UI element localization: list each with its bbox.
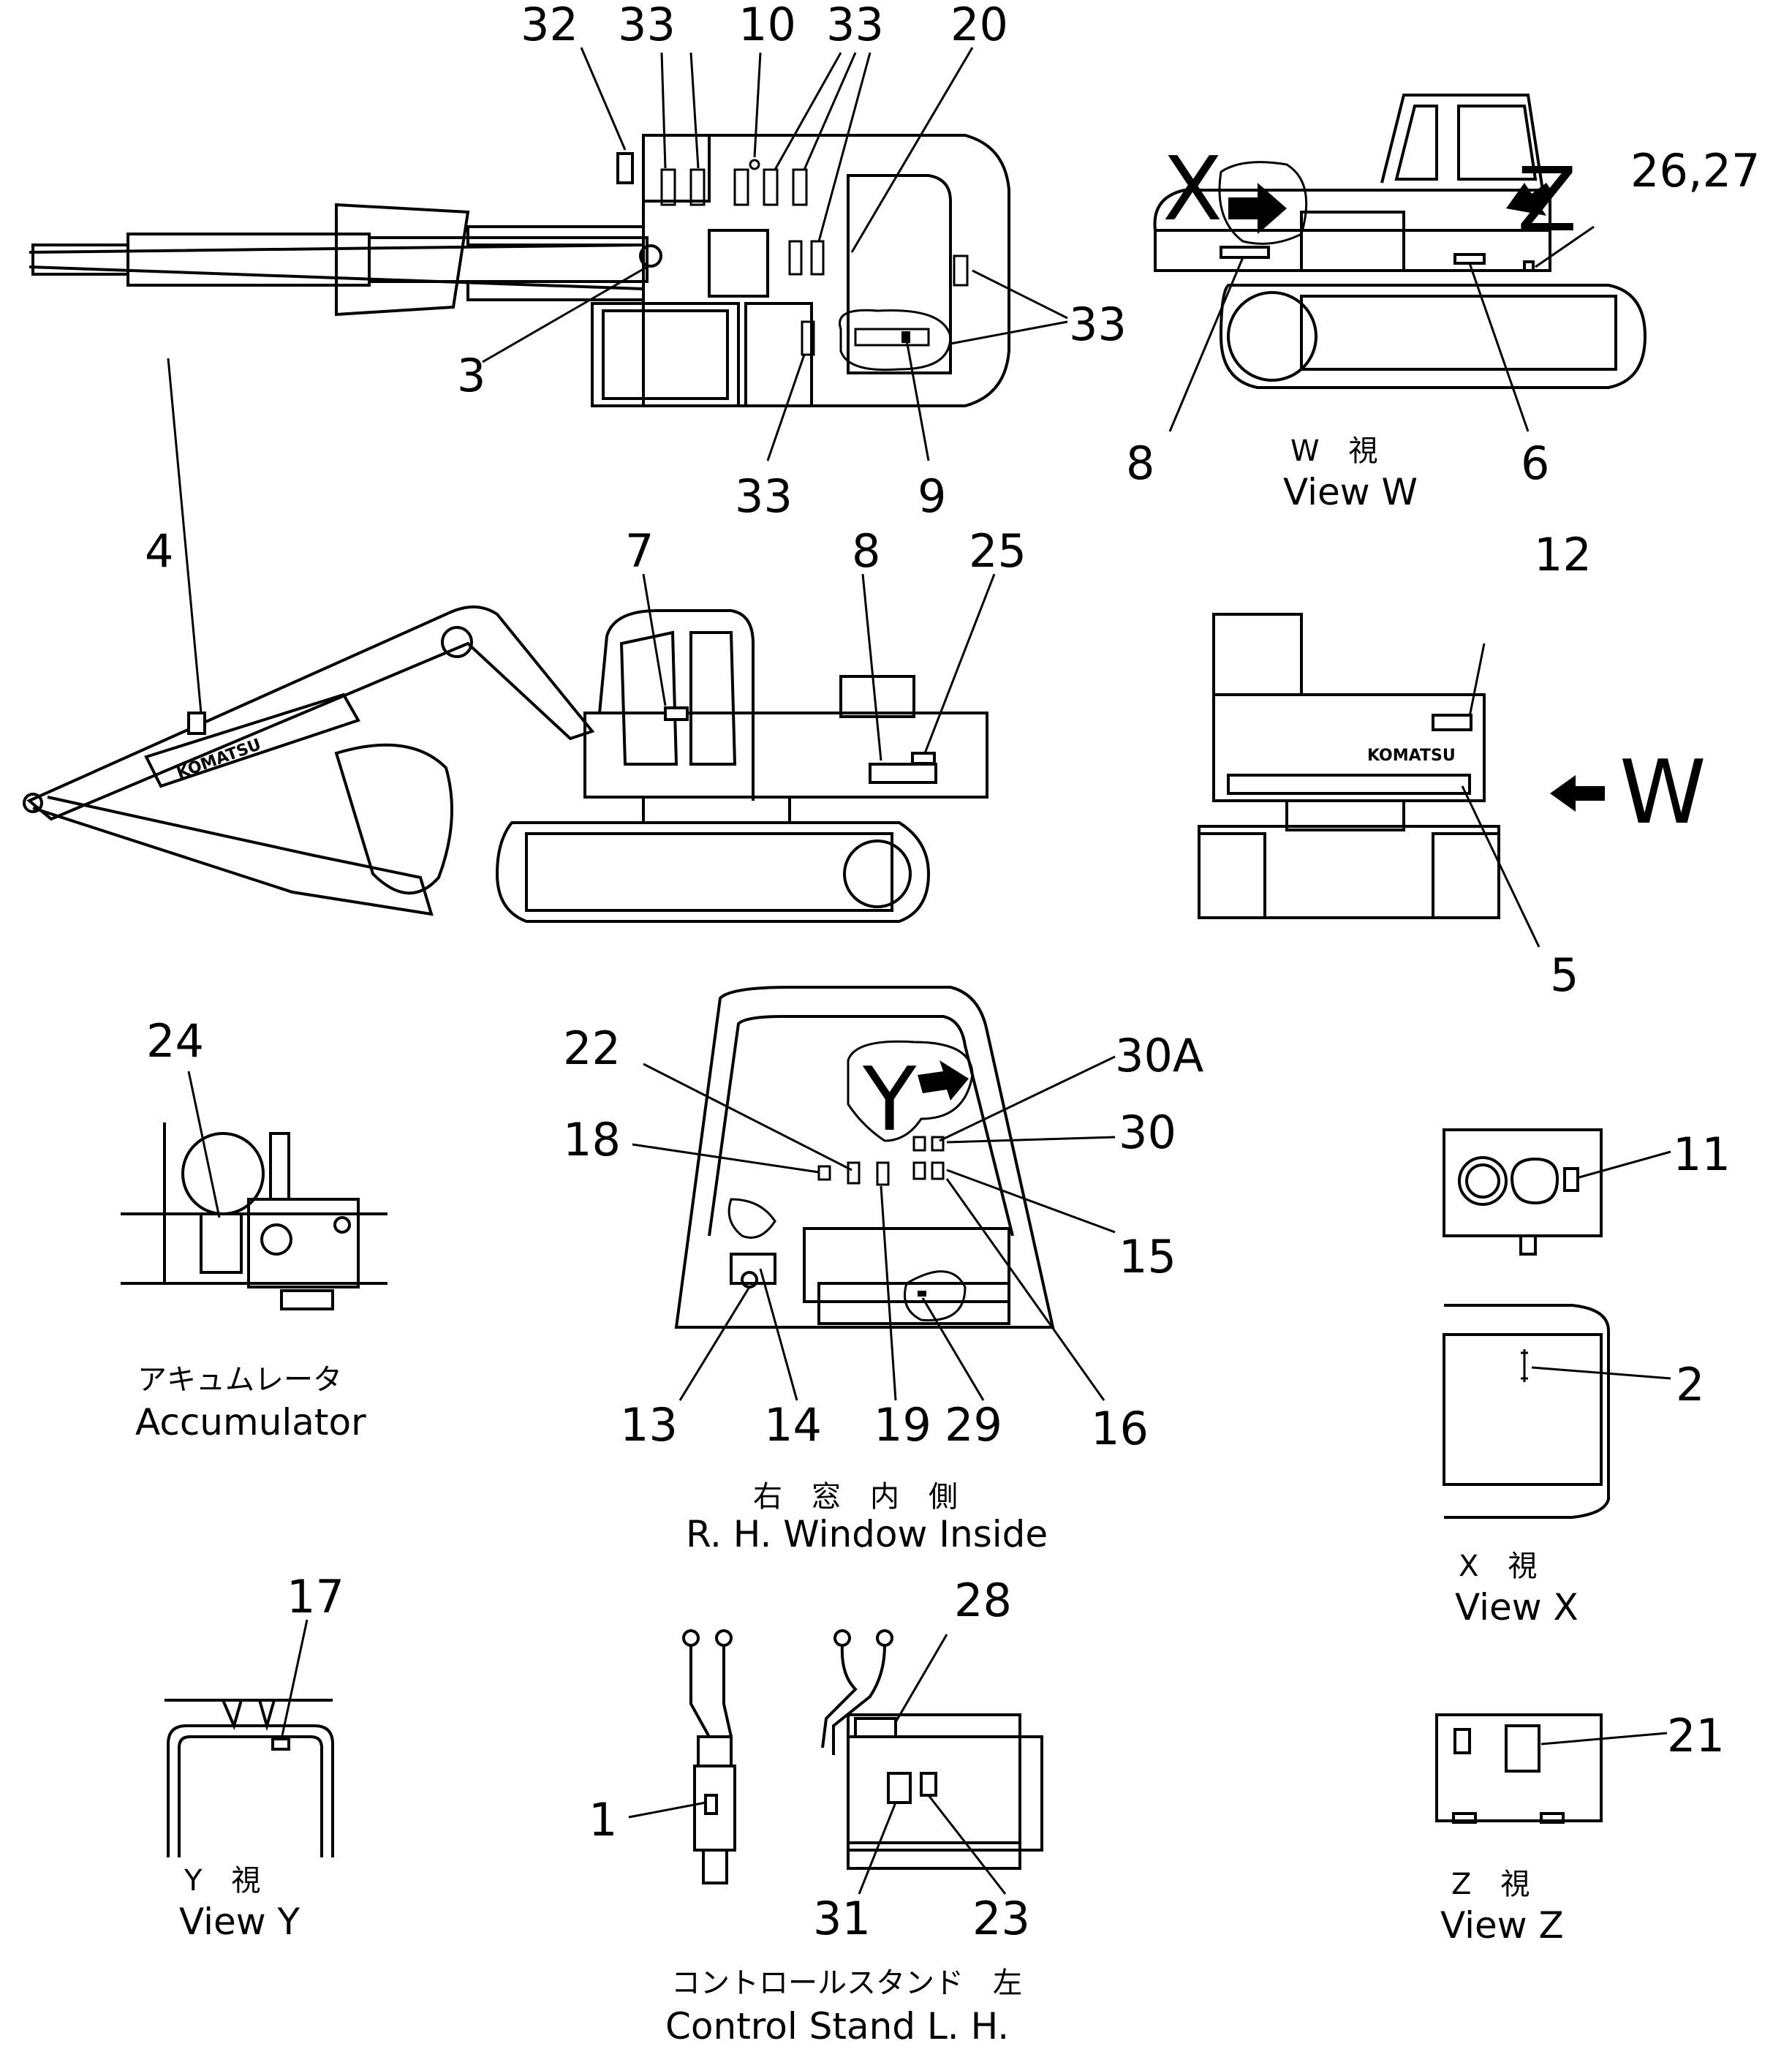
view-letter-x: X (1162, 139, 1222, 241)
part-number-5: 5 (1550, 948, 1579, 1002)
part-number-33: 33 (735, 469, 793, 523)
part-number-6: 6 (1521, 437, 1549, 490)
part-number-32: 32 (521, 0, 578, 51)
view-w-caption-jp: W 視 (1290, 434, 1378, 468)
view-x-caption-jp: X 視 (1459, 1550, 1537, 1583)
part-number-23: 23 (972, 1892, 1030, 1945)
window-caption-jp: 右 窓 内 側 (753, 1480, 958, 1514)
view-w-caption-en: View W (1283, 471, 1418, 513)
view-y-drawing: 17 Y 視 View Y (165, 1570, 344, 1943)
window-caption-en: R. H. Window Inside (686, 1513, 1048, 1555)
control-stand-caption-jp: コントロールスタンド 左 (671, 1966, 1022, 2000)
part-number-2: 2 (1676, 1358, 1704, 1411)
part-number-1: 1 (589, 1793, 617, 1846)
accumulator-caption-jp: アキュムレータ (137, 1363, 342, 1397)
part-number-22: 22 (563, 1022, 621, 1075)
part-number-3: 3 (457, 349, 485, 402)
part-number-33: 33 (618, 0, 676, 51)
view-letter-y: Y (862, 1049, 917, 1151)
part-number-8: 8 (1126, 437, 1154, 490)
part-number-30a: 30A (1115, 1029, 1203, 1082)
rear-view-drawing: KOMATSU W 12 5 (1198, 528, 1706, 1002)
part-number-9: 9 (918, 469, 946, 523)
part-number-15: 15 (1119, 1230, 1176, 1283)
part-number-25: 25 (969, 524, 1027, 578)
view-z-caption-jp: Z 視 (1451, 1868, 1530, 1901)
view-x-caption-en: View X (1455, 1586, 1579, 1629)
part-number-26-27: 26,27 (1630, 144, 1761, 197)
view-z-drawing: 21 Z 視 View Z (1435, 1709, 1725, 1947)
window-inside-drawing: Y 22 30A 18 30 15 13 14 19 29 16 右 窓 内 側… (563, 986, 1203, 1555)
part-number-20: 20 (950, 0, 1008, 51)
part-number-33: 33 (826, 0, 884, 51)
part-number-21: 21 (1667, 1709, 1725, 1762)
brand-mark-komatsu-rear: KOMATSU (1367, 747, 1456, 765)
view-x-drawing: 11 2 X 視 View X (1443, 1128, 1731, 1629)
part-number-14: 14 (764, 1398, 822, 1452)
part-number-4: 4 (145, 524, 173, 578)
part-number-16: 16 (1091, 1402, 1149, 1455)
part-number-10: 10 (738, 0, 796, 51)
accumulator-drawing: 24 アキュムレータ Accumulator (121, 1014, 387, 1444)
part-number-13: 13 (620, 1398, 678, 1452)
part-number-12: 12 (1534, 528, 1592, 581)
view-w-drawing: X Z 26,27 8 6 W 視 View W (1126, 94, 1761, 513)
view-letter-w: W (1619, 742, 1706, 844)
part-number-17: 17 (287, 1570, 344, 1623)
top-view-drawing: 32 33 10 33 20 33 3 33 9 (29, 0, 1127, 523)
part-number-8: 8 (852, 524, 880, 578)
part-number-11: 11 (1673, 1128, 1731, 1181)
part-number-18: 18 (563, 1113, 621, 1166)
view-y-caption-jp: Y 視 (184, 1864, 260, 1898)
control-stand-caption-en: Control Stand L. H. (665, 2005, 1009, 2048)
accumulator-caption-en: Accumulator (135, 1401, 366, 1444)
part-number-31: 31 (813, 1892, 871, 1945)
part-number-33: 33 (1069, 298, 1127, 351)
part-number-29: 29 (945, 1398, 1002, 1452)
part-number-7: 7 (625, 524, 654, 578)
view-y-caption-en: View Y (179, 1901, 300, 1943)
view-z-caption-en: View Z (1440, 1904, 1564, 1947)
part-number-28: 28 (954, 1574, 1012, 1627)
side-view-drawing: KOMATSU 4 7 8 25 (23, 358, 1027, 923)
part-number-30: 30 (1119, 1106, 1176, 1159)
control-stand-drawing: 28 1 31 23 コントロールスタンド 左 Control Stand L.… (589, 1574, 1043, 2048)
view-letter-z: Z (1517, 150, 1577, 252)
part-number-19: 19 (874, 1398, 931, 1452)
part-number-24: 24 (146, 1014, 204, 1068)
